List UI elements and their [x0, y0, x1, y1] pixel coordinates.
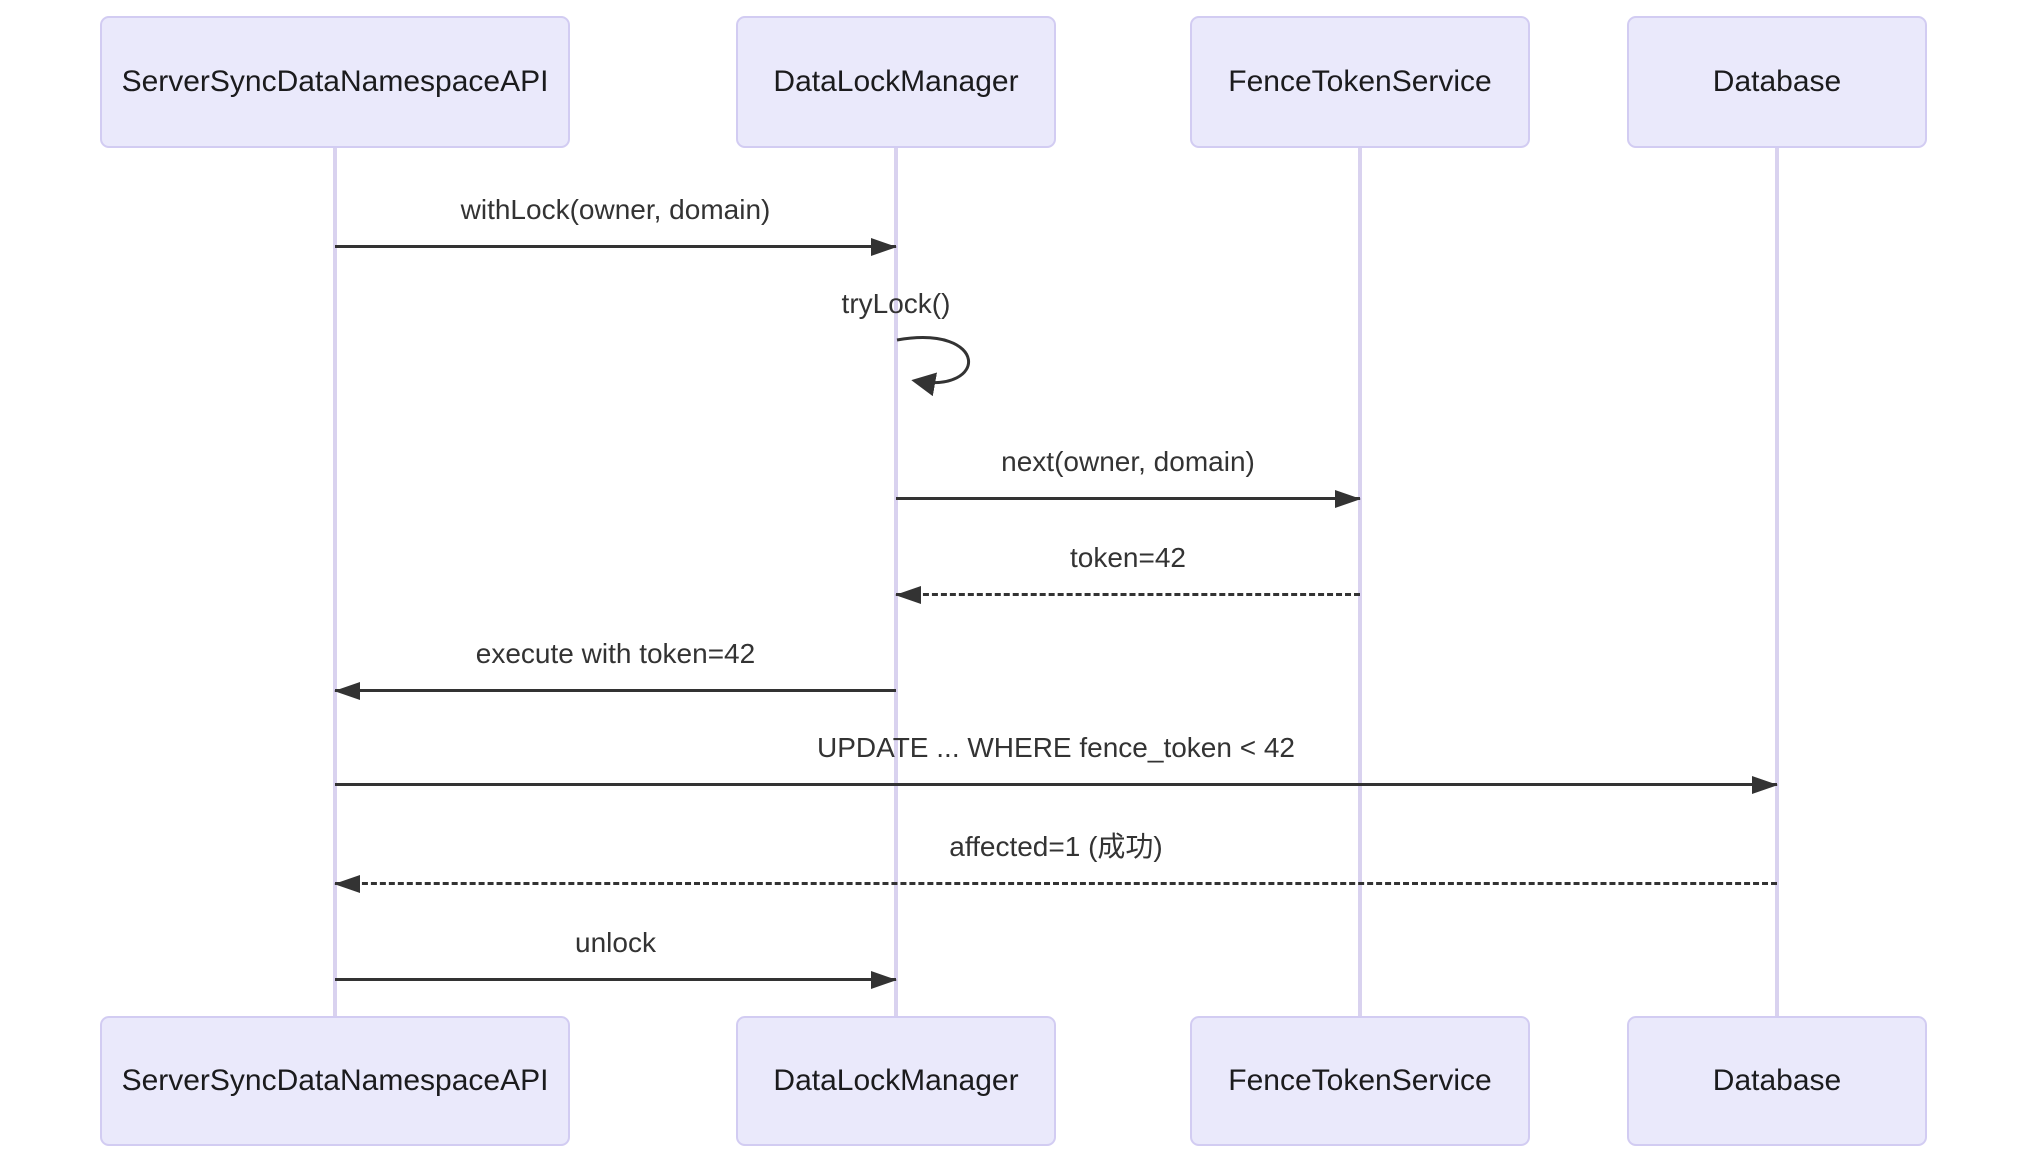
arrow-line — [335, 238, 897, 256]
participant-top-database: Database — [1627, 16, 1927, 148]
participant-label: FenceTokenService — [1228, 65, 1492, 98]
message-withlock: withLock(owner, domain) — [335, 192, 897, 256]
arrow-line — [335, 776, 1778, 794]
message-unlock: unlock — [335, 925, 897, 989]
arrowhead-icon — [1335, 490, 1361, 508]
lifeline-server-sync-data-namespace-api — [333, 148, 337, 1016]
message-label: execute with token=42 — [475, 638, 756, 669]
participant-label: DataLockManager — [773, 65, 1019, 98]
participant-label: DataLockManager — [773, 1064, 1019, 1097]
arrowhead-icon — [334, 875, 360, 893]
participant-top-server-sync-data-namespace-api: ServerSyncDataNamespaceAPI — [100, 16, 570, 148]
arrowhead-icon — [1752, 776, 1778, 794]
participant-bottom-database: Database — [1627, 1016, 1927, 1146]
self-loop-arrow — [896, 336, 970, 397]
message-trylock-label: tryLock() — [841, 288, 951, 319]
participant-top-fence-token-service: FenceTokenService — [1190, 16, 1530, 148]
participant-bottom-fence-token-service: FenceTokenService — [1190, 1016, 1530, 1146]
participant-bottom-server-sync-data-namespace-api: ServerSyncDataNamespaceAPI — [100, 1016, 570, 1146]
message-label: unlock — [575, 927, 656, 958]
arrowhead-icon — [871, 971, 897, 989]
participant-top-data-lock-manager: DataLockManager — [736, 16, 1056, 148]
arrowhead-icon — [871, 238, 897, 256]
arrow-line — [334, 875, 1777, 893]
message-token-return: token=42 — [895, 540, 1360, 604]
participant-label: Database — [1712, 1064, 1842, 1097]
message-label: UPDATE ... WHERE fence_token < 42 — [816, 732, 1295, 763]
message-execute: execute with token=42 — [334, 636, 896, 700]
lifeline-data-lock-manager — [894, 148, 898, 1016]
lifeline-fence-token-service — [1358, 148, 1362, 1016]
message-label: affected=1 (成功) — [949, 831, 1163, 862]
participant-bottom-data-lock-manager: DataLockManager — [736, 1016, 1056, 1146]
arrowhead-icon — [895, 586, 921, 604]
participant-label: ServerSyncDataNamespaceAPI — [121, 65, 549, 98]
message-label: withLock(owner, domain) — [460, 194, 771, 225]
message-label: token=42 — [1070, 542, 1186, 573]
message-update: UPDATE ... WHERE fence_token < 42 — [335, 730, 1778, 794]
lifeline-database — [1775, 148, 1779, 1016]
arrow-line — [334, 682, 896, 700]
message-affected-return: affected=1 (成功) — [334, 829, 1777, 893]
participant-label: FenceTokenService — [1228, 1064, 1492, 1097]
arrow-line — [335, 971, 897, 989]
participant-label: Database — [1712, 65, 1842, 98]
arrow-line — [896, 490, 1361, 508]
message-next: next(owner, domain) — [896, 444, 1361, 508]
participant-label: ServerSyncDataNamespaceAPI — [121, 1064, 549, 1097]
arrowhead-icon — [334, 682, 360, 700]
message-label: next(owner, domain) — [1001, 446, 1255, 477]
arrow-line — [895, 586, 1360, 604]
